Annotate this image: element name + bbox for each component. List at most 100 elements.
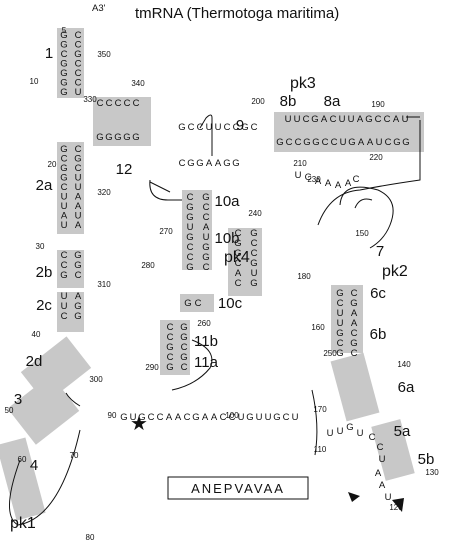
nucleotide: A bbox=[75, 220, 82, 231]
position-number: 150 bbox=[355, 229, 369, 238]
nucleotide: C bbox=[295, 137, 302, 148]
helix-label: 9 bbox=[236, 117, 244, 134]
nucleotide: G bbox=[60, 68, 67, 79]
nucleotide: G bbox=[312, 137, 319, 148]
helix-label: 12 bbox=[116, 161, 133, 178]
position-number: 310 bbox=[97, 280, 111, 289]
nucleotide: U bbox=[327, 428, 334, 439]
nucleotide: C bbox=[75, 144, 82, 155]
nucleotide: C bbox=[167, 352, 174, 363]
nucleotide: U bbox=[265, 412, 272, 423]
nucleotide: G bbox=[186, 232, 193, 243]
nucleotide: A bbox=[358, 137, 365, 148]
helix-label: 2a bbox=[36, 177, 53, 194]
nucleotide: C bbox=[75, 68, 82, 79]
nucleotide: U bbox=[75, 211, 82, 222]
nucleotide: A bbox=[75, 192, 82, 203]
nucleotide: C bbox=[181, 362, 188, 373]
nucleotide: C bbox=[385, 137, 392, 148]
pk4-label: pk4 bbox=[224, 249, 250, 266]
nucleotide: C bbox=[353, 174, 360, 185]
position-number: 200 bbox=[251, 97, 265, 106]
nucleotide: U bbox=[75, 173, 82, 184]
helix-label: 5b bbox=[418, 451, 435, 468]
nucleotide: C bbox=[61, 154, 68, 165]
nucleotide: U bbox=[238, 412, 245, 423]
nucleotide: G bbox=[74, 49, 81, 60]
helix-label: 7 bbox=[376, 243, 384, 260]
nucleotide: U bbox=[348, 114, 355, 125]
helix-label: 6c bbox=[370, 285, 386, 302]
nucleotide: G bbox=[303, 137, 310, 148]
nucleotide: C bbox=[106, 98, 113, 109]
star-marker-icon: ★ bbox=[130, 413, 148, 435]
nucleotide: G bbox=[120, 412, 127, 423]
nucleotide: A bbox=[351, 308, 358, 319]
position-number: 210 bbox=[293, 159, 307, 168]
nucleotide: G bbox=[60, 78, 67, 89]
nucleotide: A bbox=[75, 201, 82, 212]
nucleotide: U bbox=[337, 426, 344, 437]
nucleotide: U bbox=[61, 201, 68, 212]
nucleotide: C bbox=[233, 122, 240, 133]
nucleotide: G bbox=[180, 352, 187, 363]
nucleotide: A bbox=[379, 480, 386, 491]
nucleotide: U bbox=[376, 137, 383, 148]
nucleotide: G bbox=[393, 137, 400, 148]
nucleotide: G bbox=[180, 322, 187, 333]
nucleotide: A bbox=[203, 222, 210, 233]
nucleotide: U bbox=[203, 232, 210, 243]
nucleotide-letters: GGCGGGGCCGCCCUGCGGCUUAUCGCUUAAUACCGGGCUU… bbox=[60, 30, 409, 503]
nucleotide: U bbox=[402, 114, 409, 125]
nucleotide: G bbox=[336, 348, 343, 359]
nucleotide: C bbox=[203, 212, 210, 223]
nucleotide: C bbox=[235, 278, 242, 289]
nucleotide: U bbox=[206, 122, 213, 133]
nucleotide: U bbox=[294, 114, 301, 125]
nucleotide: G bbox=[96, 132, 103, 143]
nucleotide: G bbox=[187, 158, 194, 169]
position-number: 330 bbox=[83, 95, 97, 104]
nucleotide: C bbox=[167, 332, 174, 343]
peptide-tag-sequence: ANEPVAVAA bbox=[191, 481, 285, 496]
nucleotide: G bbox=[192, 412, 199, 423]
nucleotide: C bbox=[195, 298, 202, 309]
nucleotide: U bbox=[357, 428, 364, 439]
nucleotide: C bbox=[61, 311, 68, 322]
nucleotide: U bbox=[337, 308, 344, 319]
nucleotide: G bbox=[234, 238, 241, 249]
nucleotide: C bbox=[224, 122, 231, 133]
position-number: 240 bbox=[248, 209, 262, 218]
nucleotide: A bbox=[235, 268, 242, 279]
nucleotide: U bbox=[256, 412, 263, 423]
nucleotide: A bbox=[206, 158, 213, 169]
nucleotide: U bbox=[61, 220, 68, 231]
nucleotide: C bbox=[124, 98, 131, 109]
helix-label: 11b bbox=[194, 333, 218, 350]
helix-label: 10a bbox=[214, 193, 240, 210]
nucleotide: U bbox=[75, 182, 82, 193]
nucleotide: G bbox=[202, 242, 209, 253]
nucleotide: A bbox=[357, 114, 364, 125]
nucleotide: G bbox=[246, 412, 253, 423]
nucleotide: C bbox=[322, 137, 329, 148]
nucleotide: G bbox=[74, 301, 81, 312]
helix-labels: 12a2b2c2d345a5b6a6b6c78a8b910a10b10c11a1… bbox=[14, 45, 435, 474]
nucleotide: C bbox=[377, 442, 384, 453]
nucleotide: G bbox=[365, 114, 372, 125]
position-number: 70 bbox=[70, 451, 79, 460]
nucleotide: G bbox=[232, 158, 239, 169]
nucleotide: C bbox=[115, 98, 122, 109]
nucleotide: U bbox=[61, 192, 68, 203]
position-number: 170 bbox=[313, 405, 327, 414]
nucleotide: C bbox=[384, 114, 391, 125]
nucleotide: C bbox=[188, 122, 195, 133]
position-number: 220 bbox=[369, 153, 383, 162]
position-number: 350 bbox=[97, 50, 111, 59]
nucleotide: C bbox=[61, 250, 68, 261]
nucleotide: C bbox=[75, 78, 82, 89]
position-number: 230 bbox=[307, 175, 321, 184]
nucleotide: C bbox=[330, 114, 337, 125]
nucleotide: C bbox=[61, 49, 68, 60]
